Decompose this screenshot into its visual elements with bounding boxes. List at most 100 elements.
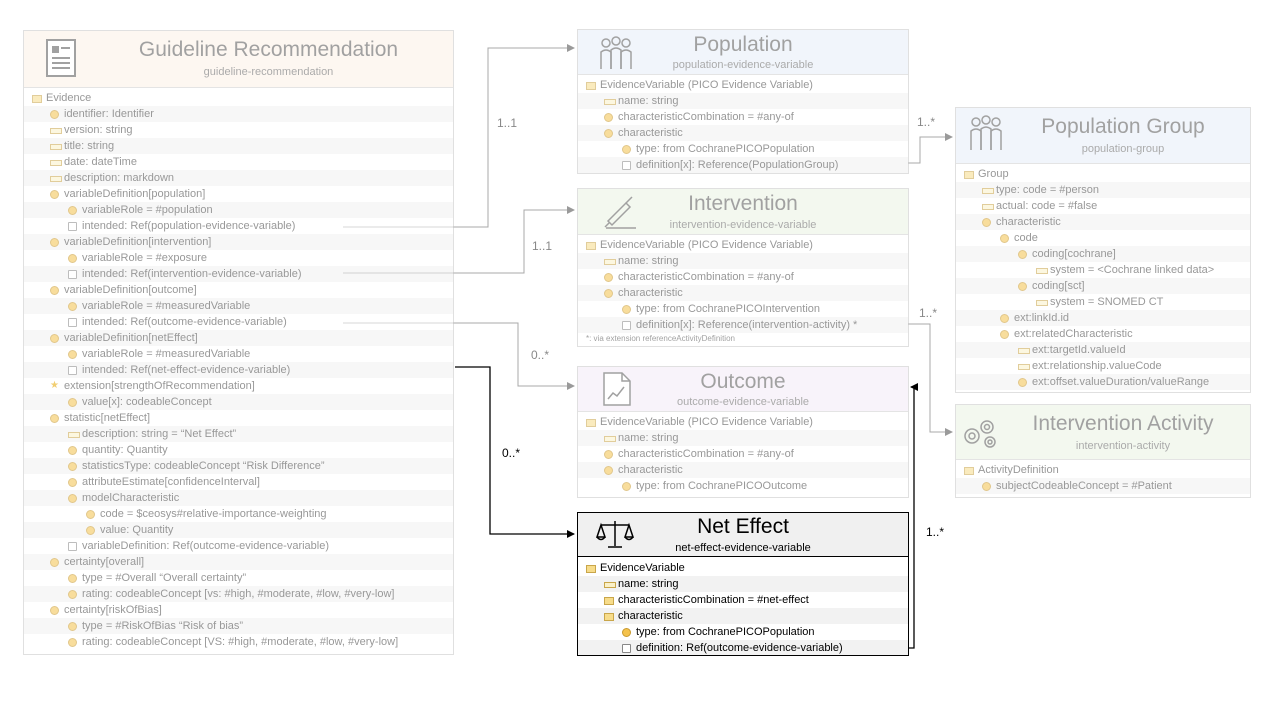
attribute-row: certainty[overall] xyxy=(24,554,453,570)
attribute-row: Group xyxy=(956,166,1250,182)
attribute-row: ★extension[strengthOfRecommendation] xyxy=(24,378,453,394)
element-icon xyxy=(50,558,59,567)
connector-neteffect-outcome xyxy=(909,383,918,649)
attribute-text: EvidenceVariable (PICO Evidence Variable… xyxy=(600,416,813,428)
attribute-text: variableDefinition[outcome] xyxy=(64,284,197,296)
attribute-text: intended: Ref(outcome-evidence-variable) xyxy=(82,316,287,328)
attribute-row: ext:targetId.valueId xyxy=(956,342,1250,358)
element-icon xyxy=(68,638,77,647)
attribute-text: ext:relationship.valueCode xyxy=(1032,360,1162,372)
attribute-text: system = SNOMED CT xyxy=(1050,296,1164,308)
attribute-text: variableRole = #measuredVariable xyxy=(82,348,251,360)
attribute-row: EvidenceVariable xyxy=(578,560,908,576)
multiplicity-guideline-outcome: 0..* xyxy=(531,348,550,362)
outcome-rows: EvidenceVariable (PICO Evidence Variable… xyxy=(578,412,908,494)
attribute-text: description: string = “Net Effect” xyxy=(82,428,237,440)
attribute-text: characteristicCombination = #any-of xyxy=(618,271,794,283)
attribute-text: quantity: Quantity xyxy=(82,444,168,456)
element-icon xyxy=(622,145,631,154)
population-group-subtitle: population-group xyxy=(1081,143,1165,155)
intervention-activity-box[interactable]: Intervention Activity intervention-activ… xyxy=(955,404,1251,498)
reference-icon xyxy=(68,222,77,231)
attribute-text: name: string xyxy=(618,95,679,107)
element-icon xyxy=(1000,234,1009,243)
attribute-text: variableRole = #exposure xyxy=(82,252,208,264)
element-icon xyxy=(68,398,77,407)
guideline-recommendation-box[interactable]: Guideline Recommendation guideline-recom… xyxy=(23,30,454,655)
attribute-text: characteristic xyxy=(618,464,683,476)
attribute-row: ext:linkId.id xyxy=(956,310,1250,326)
attribute-row: actual: code = #false xyxy=(956,198,1250,214)
attribute-row: intended: Ref(intervention-evidence-vari… xyxy=(24,266,453,282)
attribute-text: type: code = #person xyxy=(996,184,1100,196)
attribute-text: characteristicCombination = #any-of xyxy=(618,111,794,123)
attribute-row: type = #Overall “Overall certainty” xyxy=(24,570,453,586)
attribute-row: type: from CochranePICOOutcome xyxy=(578,478,908,494)
string-field-icon xyxy=(1036,300,1048,306)
element-icon xyxy=(86,526,95,535)
outcome-subtitle: outcome-evidence-variable xyxy=(676,396,810,408)
attribute-row: variableDefinition[population] xyxy=(24,186,453,202)
attribute-row: description: markdown xyxy=(24,170,453,186)
intervention-activity-header: Intervention Activity intervention-activ… xyxy=(956,405,1250,460)
string-field-icon xyxy=(604,582,616,588)
attribute-text: EvidenceVariable (PICO Evidence Variable… xyxy=(600,79,813,91)
attribute-row: description: string = “Net Effect” xyxy=(24,426,453,442)
net-effect-header: Net Effect net-effect-evidence-variable xyxy=(578,513,908,557)
attribute-row: characteristic xyxy=(578,125,908,141)
element-icon xyxy=(1000,330,1009,339)
element-icon xyxy=(604,466,613,475)
attribute-row: EvidenceVariable (PICO Evidence Variable… xyxy=(578,77,908,93)
attribute-row: name: string xyxy=(578,576,908,592)
string-field-icon xyxy=(50,128,62,134)
multiplicity-neteffect-outcome: 1..* xyxy=(926,525,945,539)
element-icon xyxy=(604,289,613,298)
population-rows: EvidenceVariable (PICO Evidence Variable… xyxy=(578,75,908,173)
element-icon xyxy=(982,218,991,227)
attribute-text: code xyxy=(1014,232,1038,244)
net-effect-box[interactable]: Net Effect net-effect-evidence-variable … xyxy=(577,512,909,656)
attribute-row: name: string xyxy=(578,93,908,109)
population-subtitle: population-evidence-variable xyxy=(672,59,814,71)
element-icon xyxy=(604,273,613,282)
attribute-row: EvidenceVariable (PICO Evidence Variable… xyxy=(578,414,908,430)
intervention-rows: EvidenceVariable (PICO Evidence Variable… xyxy=(578,235,908,333)
syringe-icon xyxy=(600,195,636,234)
attribute-text: characteristic xyxy=(618,127,683,139)
attribute-text: rating: codeableConcept [vs: #high, #mod… xyxy=(82,588,395,600)
attribute-text: ext:linkId.id xyxy=(1014,312,1070,324)
attribute-row: code xyxy=(956,230,1250,246)
net-effect-title: Net Effect xyxy=(697,515,789,538)
string-field-icon xyxy=(982,204,994,210)
attribute-text: system = <Cochrane linked data> xyxy=(1050,264,1215,276)
string-field-icon xyxy=(604,436,616,442)
attribute-text: ext:offset.valueDuration/valueRange xyxy=(1032,376,1210,388)
attribute-text: characteristic xyxy=(618,610,683,622)
attribute-row: variableDefinition: Ref(outcome-evidence… xyxy=(24,538,453,554)
intervention-box[interactable]: Intervention intervention-evidence-varia… xyxy=(577,188,909,347)
attribute-row: variableRole = #population xyxy=(24,202,453,218)
attribute-text: ext:relatedCharacteristic xyxy=(1014,328,1133,340)
element-icon xyxy=(604,129,613,138)
attribute-row: modelCharacteristic xyxy=(24,490,453,506)
attribute-row: characteristic xyxy=(578,462,908,478)
attribute-row: type: from CochranePICOPopulation xyxy=(578,624,908,640)
element-icon xyxy=(50,190,59,199)
attribute-text: value[x]: codeableConcept xyxy=(82,396,212,408)
attribute-text: type: from CochranePICOPopulation xyxy=(636,626,815,638)
attribute-row: title: string xyxy=(24,138,453,154)
element-icon xyxy=(604,450,613,459)
string-field-icon xyxy=(604,259,616,265)
attribute-text: variableDefinition[intervention] xyxy=(64,236,212,248)
attribute-text: subjectCodeableConcept = #Patient xyxy=(996,480,1172,492)
population-box[interactable]: Population population-evidence-variable … xyxy=(577,29,909,174)
outcome-box[interactable]: Outcome outcome-evidence-variable Eviden… xyxy=(577,366,909,498)
attribute-text: intended: Ref(intervention-evidence-vari… xyxy=(82,268,302,280)
attribute-text: characteristicCombination = #any-of xyxy=(618,448,794,460)
attribute-text: type: from CochranePICOPopulation xyxy=(636,143,815,155)
element-icon xyxy=(1018,378,1027,387)
attribute-text: characteristicCombination = #net-effect xyxy=(618,594,809,606)
attribute-row: definition[x]: Reference(PopulationGroup… xyxy=(578,157,908,173)
